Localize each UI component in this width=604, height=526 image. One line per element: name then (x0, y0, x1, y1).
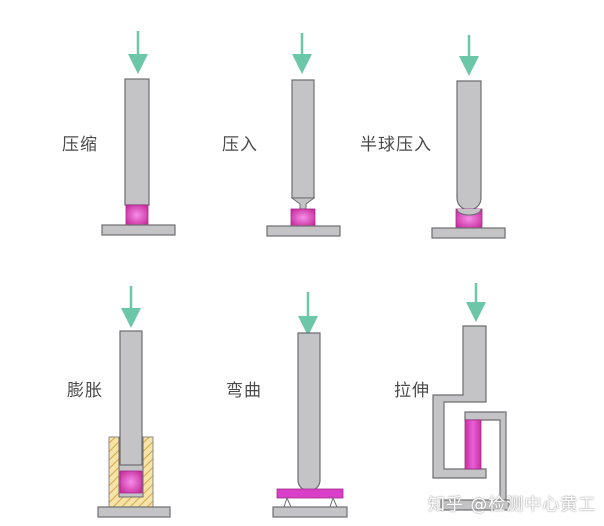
support-right (329, 496, 338, 508)
label-bending: 弯曲 (226, 381, 262, 401)
indenter-tip (290, 197, 316, 210)
plunger (124, 78, 150, 206)
panel-tension (432, 283, 510, 511)
base-plate (101, 224, 176, 236)
panel-hemisphere-indentation (431, 35, 506, 239)
specimen (464, 419, 482, 470)
label-expansion: 膨胀 (67, 381, 103, 401)
panel-expansion (97, 286, 171, 518)
plunger (297, 332, 321, 492)
panel-compression (101, 31, 176, 236)
watermark: 知乎 @检测中心黄工 (428, 495, 597, 515)
label-compression: 压缩 (62, 135, 98, 155)
label-indentation: 压入 (222, 135, 258, 155)
specimen (276, 488, 344, 499)
plunger (119, 330, 143, 466)
specimen (290, 208, 316, 227)
plunger (291, 79, 315, 199)
panel-indentation (266, 33, 341, 237)
base-plate (272, 506, 348, 518)
specimen (125, 204, 149, 226)
base-plate (440, 499, 510, 511)
base-plate (266, 225, 341, 237)
support-left (283, 496, 292, 508)
specimen (119, 470, 143, 494)
base-plate (431, 227, 506, 239)
upper-grip (432, 325, 487, 479)
plunger (456, 80, 482, 211)
panel-bending (272, 292, 348, 518)
base-plate (97, 506, 171, 518)
label-tension: 拉伸 (394, 381, 430, 401)
label-hemisphere-indentation: 半球压入 (360, 135, 432, 155)
